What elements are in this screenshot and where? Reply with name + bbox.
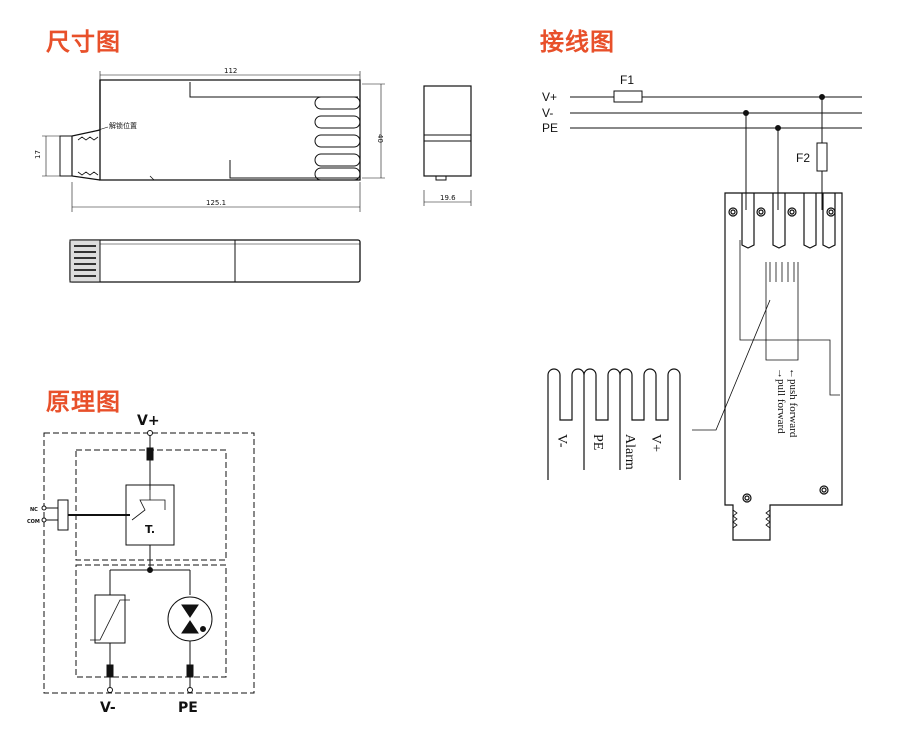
wiring-heading: 接线图 — [540, 28, 615, 56]
dim-19-6: 19.6 — [440, 194, 456, 202]
schematic-vplus-label: V+ — [137, 413, 160, 429]
schematic-vminus-label: V- — [100, 700, 116, 716]
fuse-f1-label: F1 — [620, 73, 634, 87]
release-label: 解锁位置 — [109, 121, 137, 130]
dimensions-heading: 尺寸图 — [46, 28, 121, 56]
line-vminus-label: V- — [542, 106, 553, 120]
principle-heading: 原理图 — [46, 388, 121, 416]
terminal-alarm-label: Alarm — [622, 434, 637, 470]
terminal-vminus-label: V- — [554, 434, 569, 448]
pull-forward-label: →pull forward — [775, 368, 787, 434]
dim-125-1: 125.1 — [206, 199, 226, 207]
schematic-pe-label: PE — [178, 700, 198, 716]
dim-40: 40 — [376, 134, 384, 143]
terminal-pe-label: PE — [590, 434, 605, 450]
module-top-view — [69, 239, 361, 283]
terminal-vplus-label: V+ — [648, 434, 663, 452]
fuse-f2-label: F2 — [796, 151, 810, 165]
dim-17: 17 — [34, 150, 42, 159]
spd-module-wiring — [692, 192, 843, 541]
push-forward-label: ←push forward — [787, 368, 799, 438]
wiring-lines: V+ V- PE F1 F2 — [542, 73, 862, 210]
line-pe-label: PE — [542, 121, 558, 135]
module-end-view: 19.6 — [423, 85, 472, 206]
terminal-connector — [547, 368, 681, 480]
nc-label: NC — [30, 507, 38, 513]
line-vplus-label: V+ — [542, 90, 557, 104]
com-label: COM — [27, 519, 40, 525]
module-side-view: 112 17 解锁位置 40 125.1 — [34, 67, 385, 212]
principle-schematic: V+ T. NC COM — [27, 413, 255, 716]
dim-112: 112 — [224, 67, 237, 75]
thermal-label: T. — [145, 523, 155, 536]
